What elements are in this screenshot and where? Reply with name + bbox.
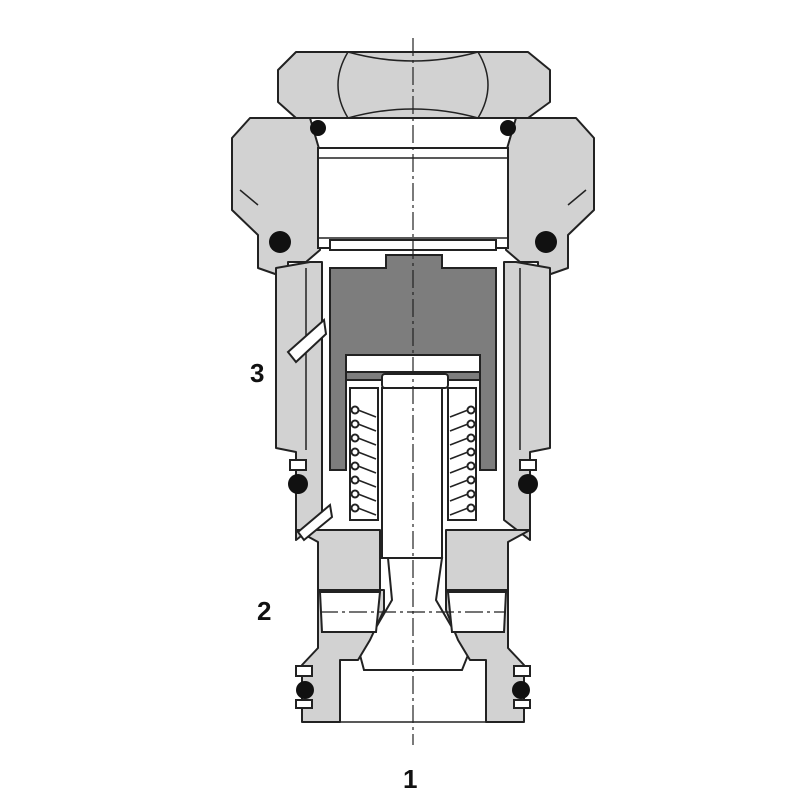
o-ring-seal: [288, 474, 308, 494]
o-ring-seals: [269, 120, 557, 709]
o-ring-seal: [512, 681, 530, 699]
port-label-1: 1: [403, 764, 418, 794]
upper-body: [231, 117, 595, 276]
spring-left: [350, 405, 377, 516]
poppet: [358, 373, 470, 671]
spring-right: [449, 405, 476, 516]
spring-chamber: [349, 387, 477, 521]
o-ring-seal: [535, 231, 557, 253]
hex-nut: [277, 51, 551, 119]
port-label-2: 2: [257, 596, 272, 626]
o-ring-seal: [269, 231, 291, 253]
center-lines: [320, 38, 506, 745]
port-label-3: 3: [250, 358, 265, 388]
o-ring-seal: [310, 120, 326, 136]
o-ring-seal: [518, 474, 538, 494]
o-ring-seal: [296, 681, 314, 699]
o-ring-seal: [500, 120, 516, 136]
